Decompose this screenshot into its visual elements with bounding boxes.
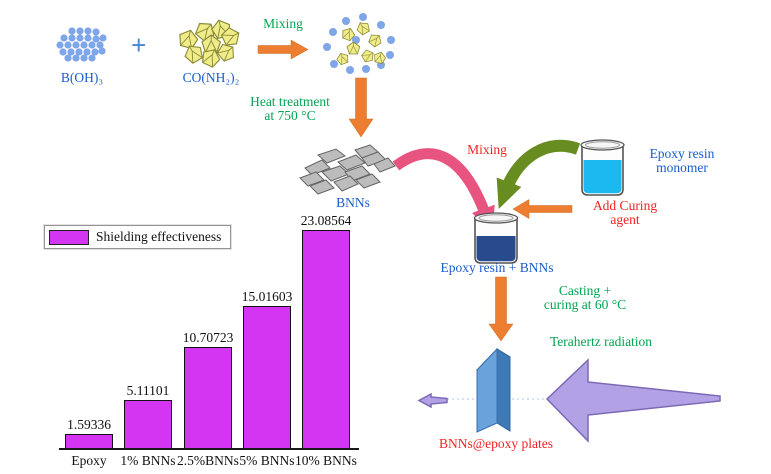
composite-beaker-label: Epoxy resin + BNNs <box>440 260 554 275</box>
heat-treatment-arrow <box>348 77 374 138</box>
monomer-beaker <box>580 139 625 196</box>
bnns-label: BNNs <box>336 195 370 210</box>
urea-crystal-cluster <box>176 17 244 70</box>
epoxy-plate <box>476 347 511 433</box>
bnns-flakes <box>299 144 396 195</box>
terahertz-arrow <box>545 358 721 443</box>
casting-label: Casting + curing at 60 °C <box>543 283 627 312</box>
heat-treatment-label: Heat treatment at 750 °C <box>250 94 330 123</box>
boric-acid-cluster <box>56 27 107 62</box>
chart-x-axis <box>59 448 359 450</box>
mixture-cluster <box>323 13 395 74</box>
plus-sign: + <box>131 30 147 60</box>
legend-label: Shielding effectiveness <box>96 229 222 244</box>
curing-agent-arrow <box>512 199 573 219</box>
monomer-label: Epoxy resin monomer <box>649 146 715 175</box>
chart-legend: Shielding effectiveness <box>44 225 232 249</box>
composite-beaker <box>473 212 519 264</box>
casting-arrow <box>488 276 514 342</box>
transmitted-beam-arrow <box>417 392 448 409</box>
plate-label: BNNs@epoxy plates <box>438 436 554 451</box>
terahertz-label: Terahertz radiation <box>549 334 653 349</box>
mixing-arrow <box>257 39 309 60</box>
monomer-curved-arrow <box>496 139 581 210</box>
reactant1-label: B(OH)₃ <box>60 70 104 85</box>
reactant2-label: CO(NH₂)₂ <box>182 70 240 85</box>
bnns-mixing-curved-arrow <box>392 148 495 234</box>
mixing-label: Mixing <box>263 16 303 31</box>
legend-swatch <box>49 229 89 245</box>
curing-agent-label: Add Curing agent <box>592 198 658 227</box>
composite-mixing-label: Mixing <box>467 142 507 157</box>
